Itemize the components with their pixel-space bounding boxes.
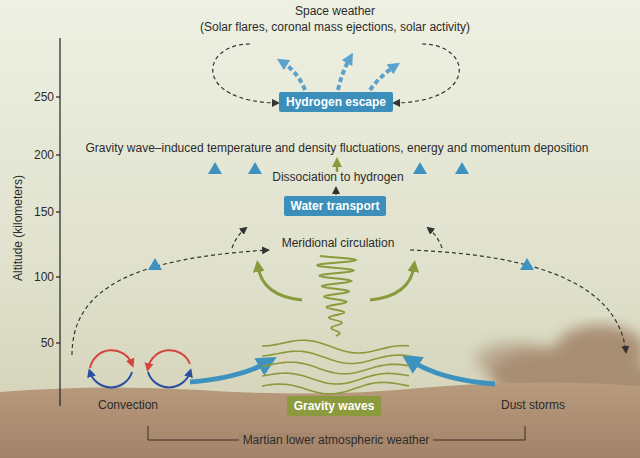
process-box: Water transport [284, 196, 387, 216]
source-label: Convection [98, 398, 158, 412]
tick-label: 100 [34, 270, 54, 284]
wave-stroke [262, 382, 409, 394]
process-note: Dissociation to hydrogen [272, 170, 403, 184]
source-label: Dust storms [501, 398, 565, 412]
process-box: Hydrogen escape [279, 92, 393, 112]
tick-label: 200 [34, 148, 54, 162]
bracket-label: Martian lower atmospheric weather [239, 433, 434, 447]
node-text: Gravity waves [294, 399, 375, 413]
process-note: Gravity wave–induced temperature and den… [86, 141, 589, 155]
wave-stroke [262, 351, 409, 363]
wave-stroke [262, 362, 409, 374]
process-note: Meridional circulation [282, 236, 395, 250]
wave-stroke [262, 340, 409, 353]
tick-label: 150 [34, 205, 54, 219]
tick-label: 50 [41, 336, 54, 350]
heading: Space weather [295, 4, 375, 18]
axis-title: Altitude (kilometers) [11, 175, 25, 281]
node-text: Water transport [291, 199, 380, 213]
subheading: (Solar flares, coronal mass ejections, s… [200, 20, 470, 34]
node-text: Hydrogen escape [286, 95, 386, 109]
wave-stroke [317, 256, 356, 336]
tick-label: 250 [34, 90, 54, 104]
process-box: Gravity waves [287, 396, 382, 416]
